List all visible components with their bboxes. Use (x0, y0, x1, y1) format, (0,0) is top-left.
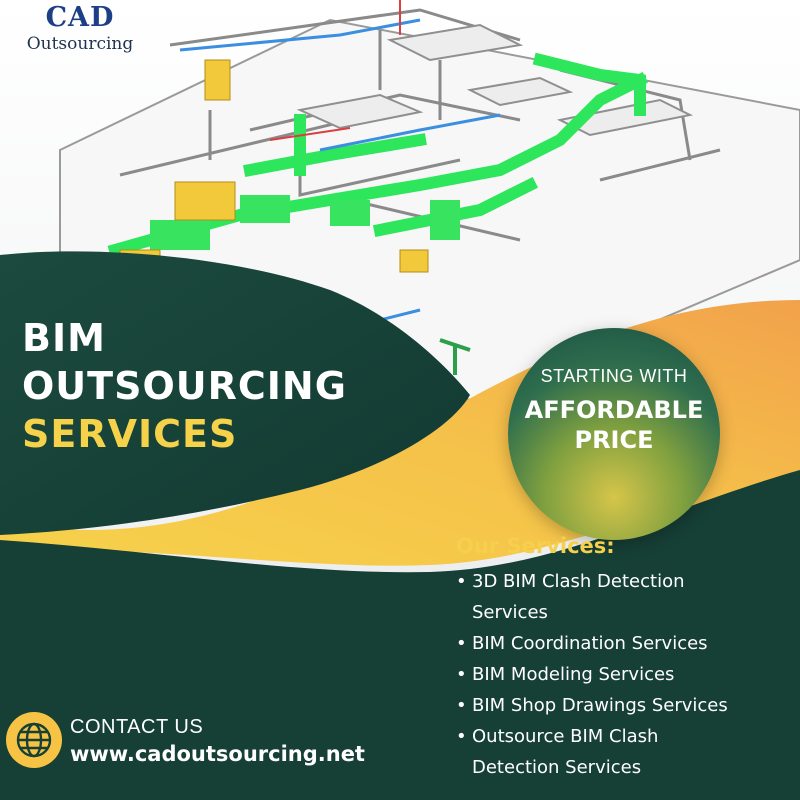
services-section: Our Services: 3D BIM Clash Detection Ser… (456, 534, 786, 783)
service-item-line: BIM Shop Drawings Services (472, 695, 728, 716)
service-item: BIM Coordination Services (456, 628, 786, 659)
service-item: Outsource BIM Clash Detection Services (456, 721, 786, 783)
service-item-line: 3D BIM Clash Detection (472, 571, 685, 592)
price-badge-top: STARTING WITH (540, 366, 688, 386)
price-badge-middle: AFFORDABLE (524, 396, 704, 424)
service-item-line: Services (472, 602, 548, 623)
service-item-line: BIM Modeling Services (472, 664, 675, 685)
service-item: BIM Modeling Services (456, 659, 786, 690)
globe-icon (6, 712, 62, 768)
service-item: 3D BIM Clash Detection Services (456, 566, 786, 628)
service-item: BIM Shop Drawings Services (456, 690, 786, 721)
service-item-line: Detection Services (472, 757, 642, 778)
contact-website-link[interactable]: www.cadoutsourcing.net (70, 742, 365, 766)
services-title: Our Services: (456, 534, 615, 558)
price-badge: STARTING WITH AFFORDABLE PRICE (508, 328, 720, 540)
logo-outsourcing: Outsourcing (26, 34, 134, 54)
service-item-line: BIM Coordination Services (472, 633, 708, 654)
contact-label: CONTACT US (70, 716, 204, 738)
services-list: 3D BIM Clash Detection Services BIM Coor… (456, 566, 786, 783)
company-logo: CAD Outsourcing (18, 2, 142, 54)
headline: BIM OUTSOURCING SERVICES (22, 314, 347, 458)
headline-line-3: SERVICES (22, 412, 238, 456)
headline-line-2: OUTSOURCING (22, 364, 347, 408)
logo-cad: CAD (45, 2, 115, 33)
price-badge-bottom: PRICE (574, 426, 654, 454)
service-item-line: Outsource BIM Clash (472, 726, 659, 747)
headline-line-1: BIM (22, 316, 106, 360)
